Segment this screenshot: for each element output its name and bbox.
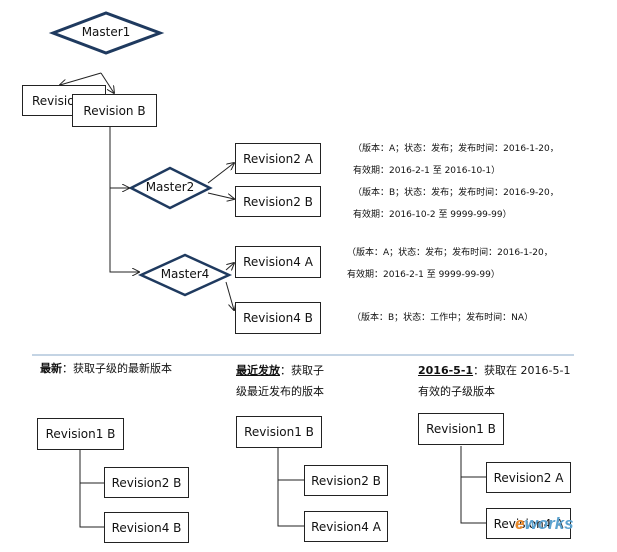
watermark-e: e: [515, 514, 525, 533]
master4-diamond: [137, 253, 233, 297]
master2-label: Master2: [145, 180, 195, 194]
latest-parent-box: Revision1 B: [37, 418, 124, 450]
date-rule-text-line2: 有效的子级版本: [418, 385, 495, 398]
master2-diamond: [128, 166, 213, 210]
rev2b-note-line1: （版本：B；状态：发布；发布时间：2016-9-20，: [353, 188, 559, 198]
latest-tree-connector: [79, 450, 104, 528]
rev4a-note-line2: 有效期：2016-2-1 至 9999-99-99）: [347, 270, 500, 280]
master4-to-rev4b-arrow: [225, 281, 234, 310]
dated-tree-connector: [460, 446, 486, 524]
latest-child1-box: Revision2 B: [104, 467, 189, 498]
revision-b-box: Revision B: [72, 94, 157, 127]
master1-label: Master1: [81, 25, 131, 39]
rev2a-note-line2: 有效期：2016-2-1 至 2016-10-1）: [353, 166, 501, 176]
latest-tree-connector-path: [79, 450, 104, 528]
rev2a-note: （版本：A；状态：发布；发布时间：2016-1-20， 有效期：2016-2-1…: [353, 138, 559, 182]
recent-child1-box: Revision2 B: [304, 465, 388, 496]
recent-rule: 最近发放：获取子 级最近发布的版本: [236, 360, 366, 402]
master1-diamond: [48, 11, 165, 55]
watermark-works: works: [524, 514, 574, 533]
master1-to-revision-b-arrow: [100, 72, 114, 93]
revision2-a-box: Revision2 A: [235, 143, 321, 174]
latest-rule-key: 最新: [40, 362, 62, 375]
rev2b-note-line2: 有效期：2016-10-2 至 9999-99-99）: [353, 210, 512, 220]
revision4-b-box: Revision4 B: [235, 302, 321, 334]
date-rule: 2016-5-1：获取在 2016-5-1 有效的子级版本: [418, 360, 588, 402]
latest-rule: 最新：获取子级的最新版本: [40, 358, 230, 379]
revision-b-to-master4-connector: [109, 188, 139, 272]
master4-label: Master4: [160, 267, 210, 281]
master2-to-rev2b-arrow: [207, 192, 234, 199]
rev2a-note-line1: （版本：A；状态：发布；发布时间：2016-1-20，: [353, 144, 559, 154]
date-rule-text: ：获取在 2016-5-1: [473, 364, 571, 377]
master1-to-revision-a-arrow: [60, 72, 102, 85]
recent-rule-text: ：获取子: [280, 364, 324, 377]
rev2b-note: （版本：B；状态：发布；发布时间：2016-9-20， 有效期：2016-10-…: [353, 182, 559, 226]
latest-rule-text: ：获取子级的最新版本: [62, 362, 172, 375]
rev4a-note: （版本：A；状态：发布；发布时间：2016-1-20， 有效期：2016-2-1…: [347, 242, 553, 286]
dated-child2-box: Revision4 A: [486, 508, 571, 539]
dated-parent-box: Revision1 B: [418, 413, 504, 445]
date-rule-key: 2016-5-1: [418, 364, 474, 377]
dated-child1-box: Revision2 A: [486, 462, 571, 493]
recent-rule-key: 最近发放: [236, 364, 280, 377]
rev4b-note-line1: （版本：B；状态：工作中；发布时间：NA）: [352, 313, 534, 323]
eworks-watermark: eworks: [515, 514, 574, 534]
recent-parent-box: Revision1 B: [236, 416, 322, 448]
revision-b-to-master2-connector: [109, 127, 129, 188]
recent-tree-connector: [277, 448, 304, 527]
master4-to-rev4a-arrow: [225, 263, 234, 270]
rev4a-note-line1: （版本：A；状态：发布；发布时间：2016-1-20，: [347, 248, 553, 258]
latest-child2-box: Revision4 B: [104, 512, 189, 543]
revision2-b-box: Revision2 B: [235, 186, 321, 217]
master2-to-rev2a-arrow: [207, 163, 234, 184]
recent-child2-box: Revision4 A: [304, 511, 388, 542]
revision4-a-box: Revision4 A: [235, 246, 321, 278]
rev4b-note: （版本：B；状态：工作中；发布时间：NA）: [352, 307, 533, 329]
recent-rule-text-line2: 级最近发布的版本: [236, 385, 324, 398]
